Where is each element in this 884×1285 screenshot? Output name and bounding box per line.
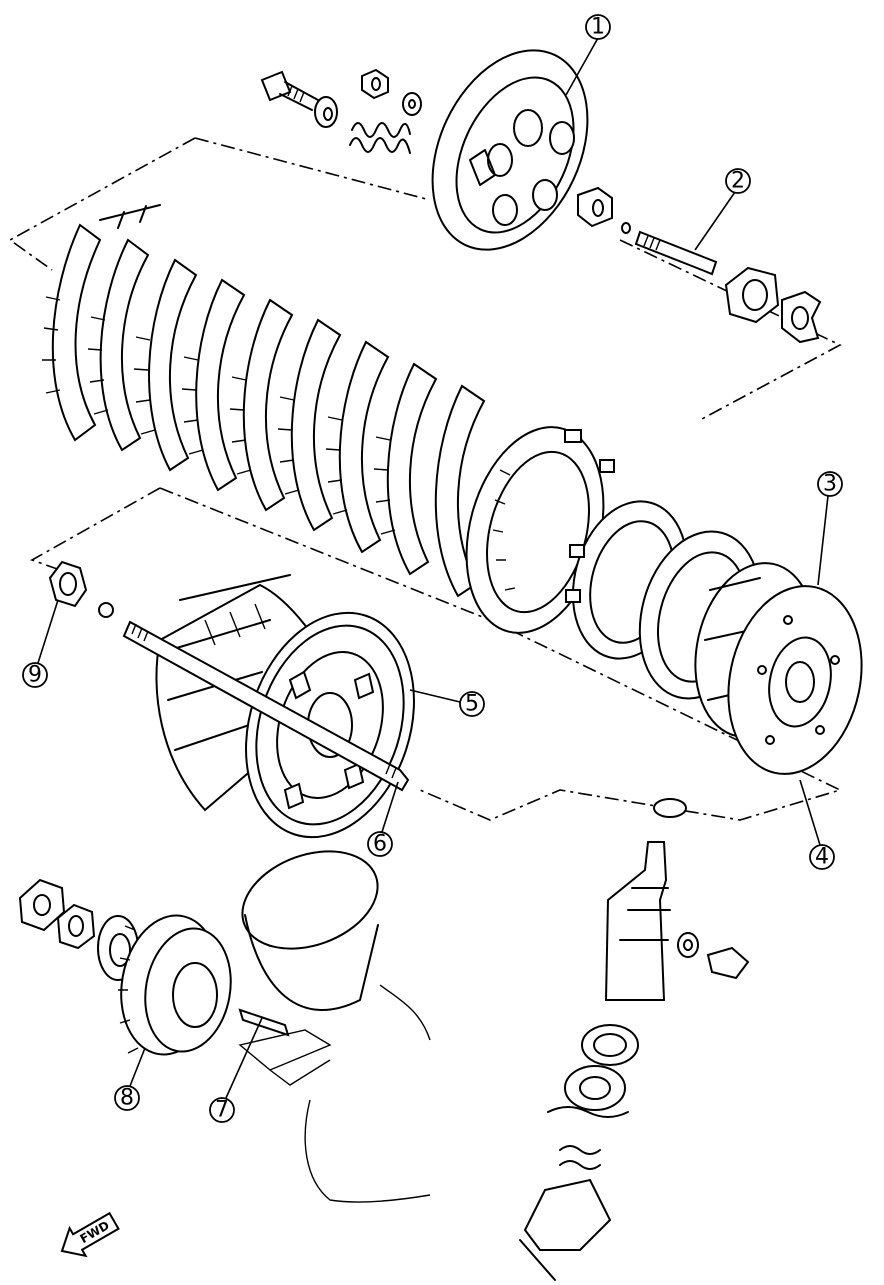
callout-4: 4 xyxy=(799,779,835,870)
spring-nut xyxy=(361,68,389,100)
callout-3-label: 3 xyxy=(823,472,837,497)
lock-washer xyxy=(781,290,822,344)
push-nut xyxy=(577,186,631,234)
primary-drive-gear xyxy=(118,914,232,1056)
assembly-outline-upper xyxy=(8,137,842,421)
callout-9: 9 xyxy=(22,599,59,688)
friction-plate-front xyxy=(465,426,615,634)
pressure-plate xyxy=(431,49,589,251)
ball xyxy=(98,602,114,618)
circlip xyxy=(48,560,88,608)
callout-5: 5 xyxy=(409,689,485,717)
o-ring xyxy=(653,798,687,818)
callout-9-label: 9 xyxy=(28,663,42,688)
clutch-boss xyxy=(694,562,863,775)
callout-6: 6 xyxy=(367,781,399,857)
kick-shaft xyxy=(519,841,671,1281)
spring-washer xyxy=(402,92,422,116)
woodruff-key xyxy=(238,1008,290,1037)
callout-2-label: 2 xyxy=(731,169,745,194)
clutch-bolt xyxy=(260,70,319,111)
callout-1: 1 xyxy=(565,14,611,96)
callout-2: 2 xyxy=(694,168,751,251)
kick-bolt xyxy=(706,946,750,980)
callout-1-label: 1 xyxy=(591,15,605,40)
callout-5-label: 5 xyxy=(465,692,479,717)
callout-7-label: 7 xyxy=(215,1098,229,1123)
crankshaft-outline xyxy=(238,850,431,1203)
push-rod-short xyxy=(634,230,718,276)
forward-arrow-icon: FWD xyxy=(60,1211,120,1258)
kick-washer xyxy=(677,932,699,958)
clutch-spring xyxy=(349,122,411,154)
plate-washer xyxy=(314,96,338,128)
drive-lock-washer xyxy=(56,903,96,950)
lock-nut xyxy=(724,266,780,324)
callout-7: 7 xyxy=(209,1017,263,1123)
push-rod-long xyxy=(122,620,410,792)
callout-4-label: 4 xyxy=(815,845,829,870)
callout-6-label: 6 xyxy=(373,832,387,857)
callout-8: 8 xyxy=(114,1047,146,1111)
clutch-plate-stack xyxy=(42,204,486,598)
callout-8-label: 8 xyxy=(120,1086,134,1111)
callout-3: 3 xyxy=(817,471,843,586)
